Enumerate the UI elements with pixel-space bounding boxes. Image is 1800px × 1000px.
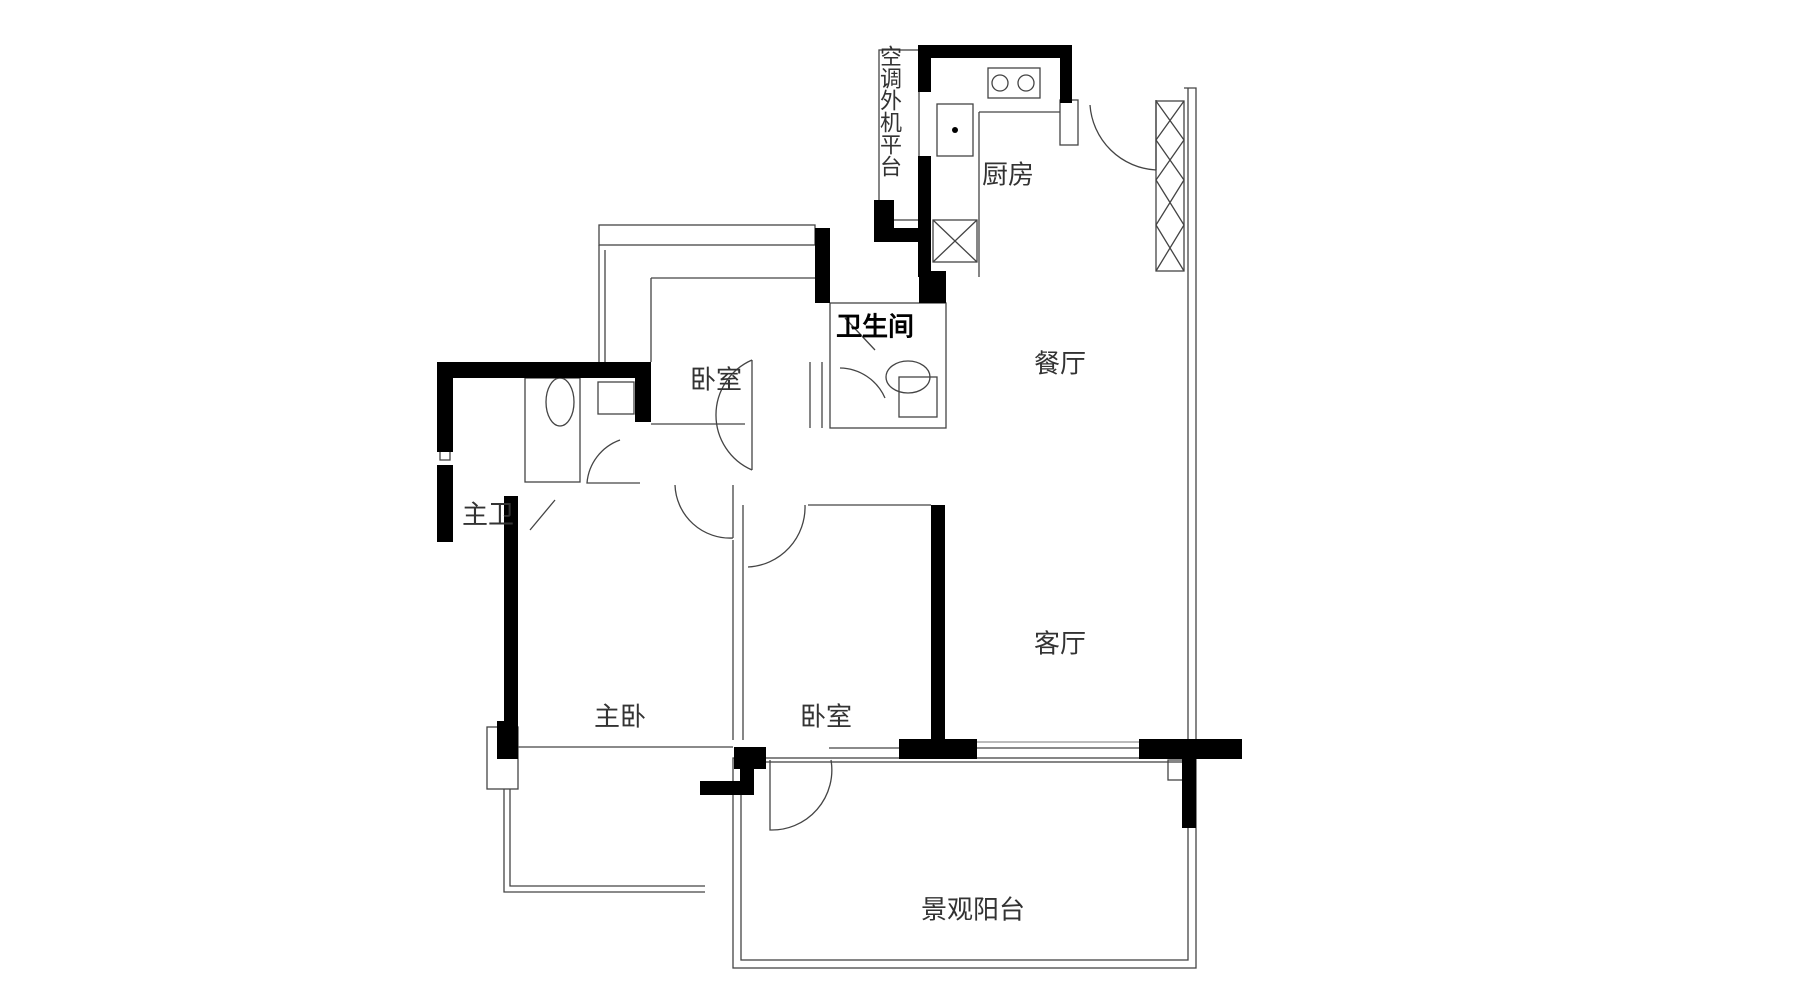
label-bedroom-south: 卧室 [800,703,852,733]
label-kitchen: 厨房 [982,161,1034,191]
label-dining: 餐厅 [1034,350,1086,380]
label-living: 客厅 [1034,630,1086,660]
label-master-bedroom: 主卧 [594,703,646,733]
label-bathroom: 卫生间 [836,313,914,343]
label-ac-platform: 空调外机平台 [876,45,902,177]
label-balcony: 景观阳台 [921,896,1025,926]
label-master-bath: 主卫 [462,501,514,531]
label-bedroom-north: 卧室 [690,366,742,396]
walls [437,45,1242,828]
outline-lines [439,49,1197,969]
